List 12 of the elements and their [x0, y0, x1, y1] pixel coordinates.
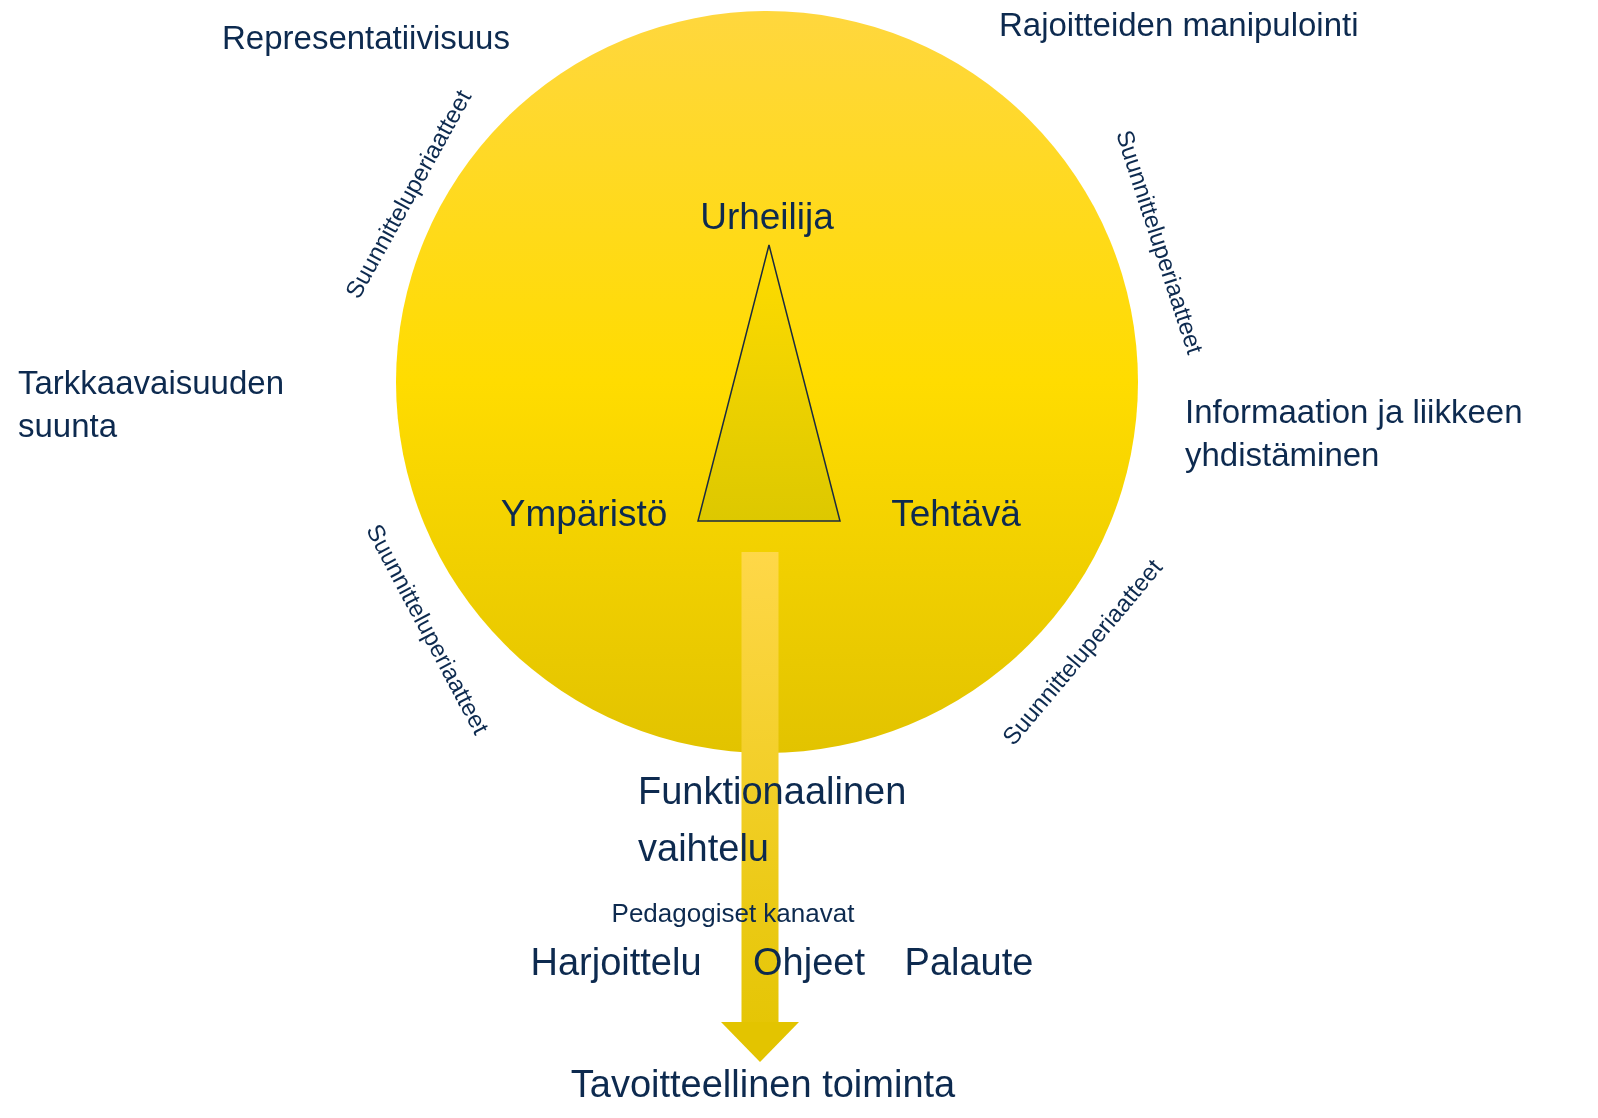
principle-label: Tarkkaavaisuuden suunta: [18, 363, 285, 446]
channel-label: Palaute: [904, 940, 1034, 986]
principle-label: Informaation ja liikkeen yhdistäminen: [1185, 392, 1524, 475]
principle-label: Representatiivisuus: [222, 18, 510, 58]
principle-label: Rajoitteiden manipulointi: [999, 5, 1359, 45]
outcome-text: Tavoitteellinen toiminta: [570, 1062, 956, 1108]
vertex-label: Ympäristö: [500, 491, 668, 536]
vertex-label: Urheilija: [700, 194, 834, 239]
vertex-label: Tehtävä: [891, 491, 1021, 536]
channel-label: Harjoittelu: [530, 940, 702, 986]
block-arrow: [721, 552, 799, 1062]
triangle-shape: [697, 244, 841, 522]
